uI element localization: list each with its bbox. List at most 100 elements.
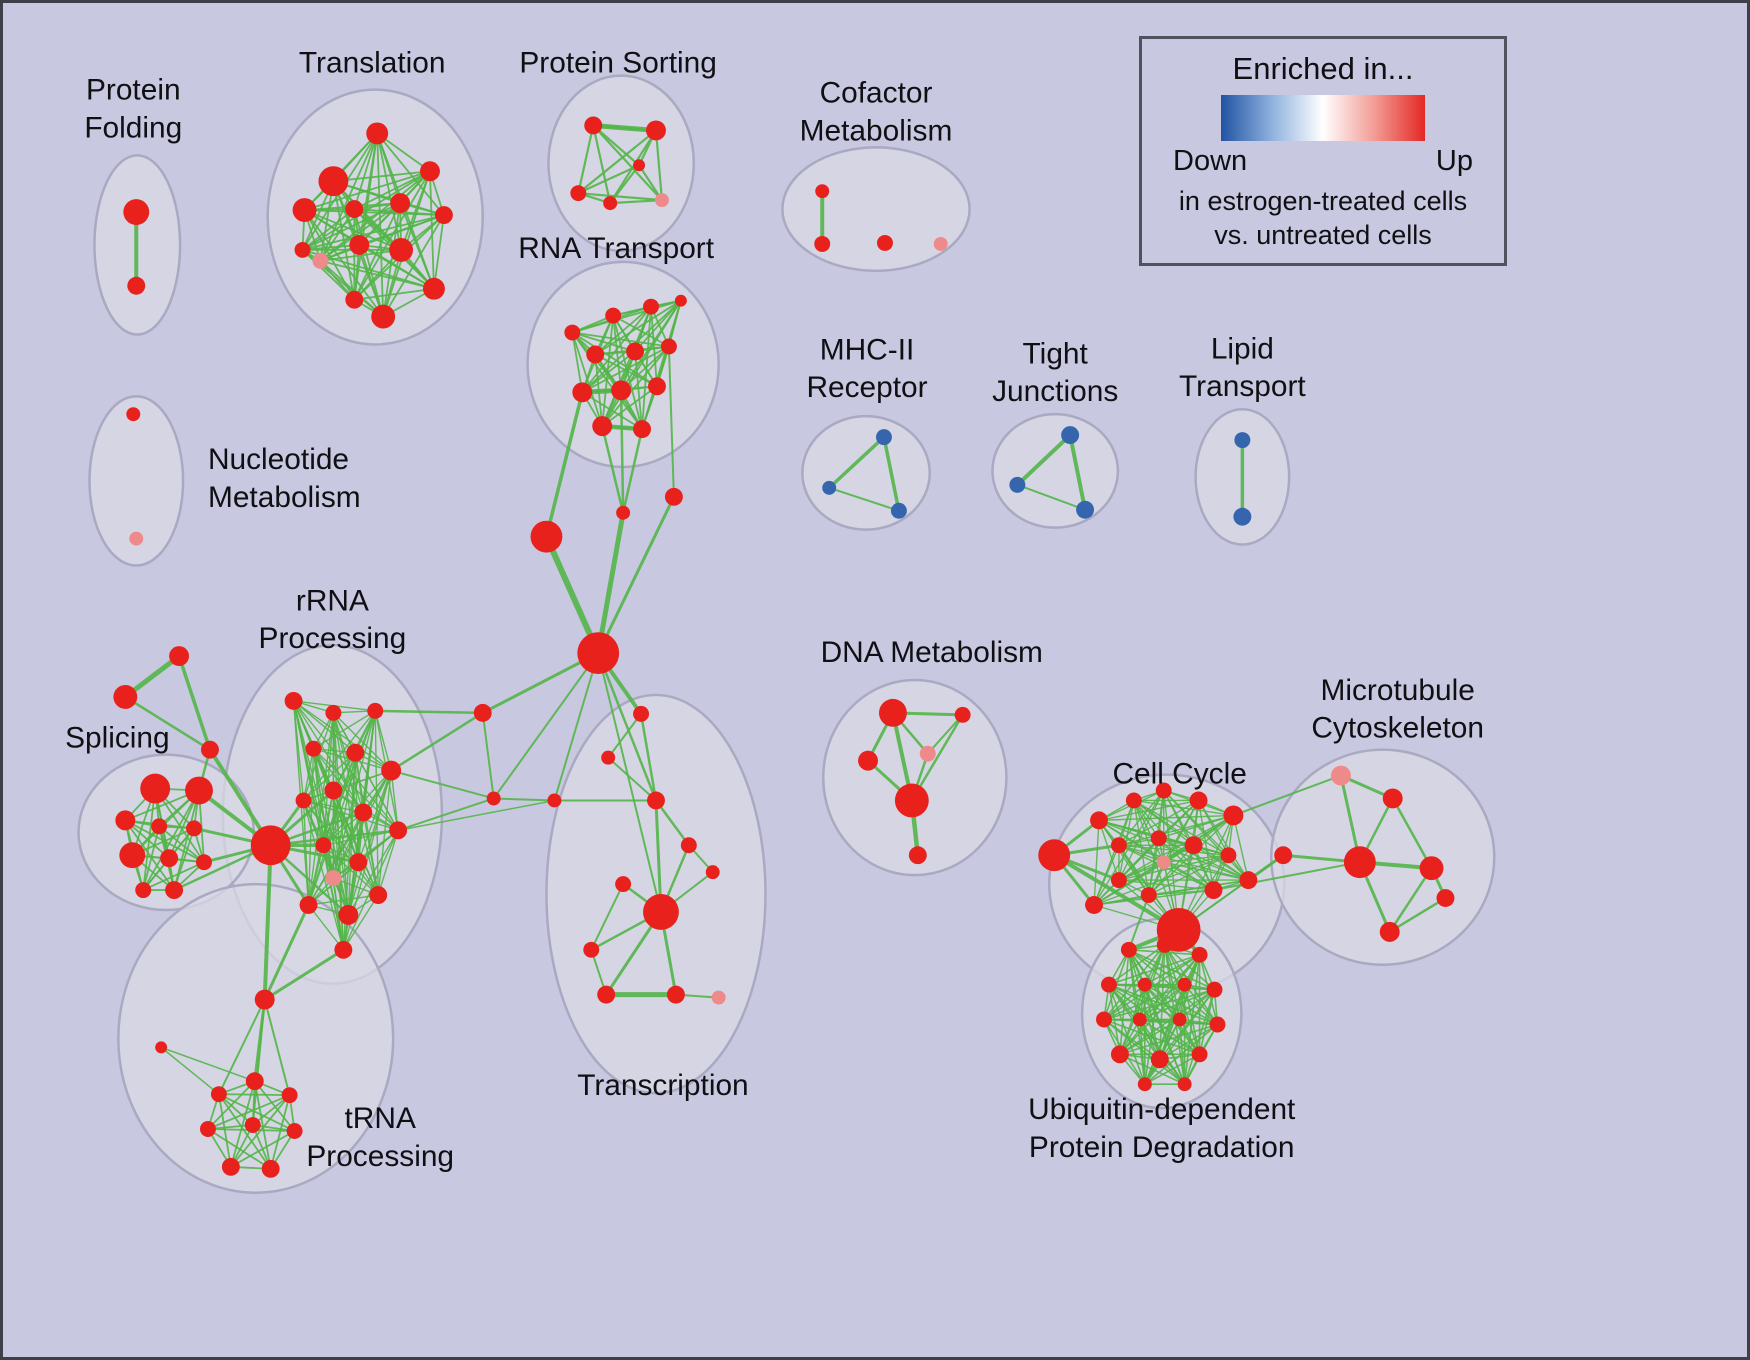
gene-set-node-cc11[interactable] [1220, 847, 1237, 864]
gene-set-node-tg2[interactable] [113, 684, 138, 709]
gene-set-node-ub4[interactable] [1100, 976, 1117, 993]
gene-set-node-pf2[interactable] [127, 276, 146, 295]
gene-set-node-pf1[interactable] [123, 199, 150, 226]
gene-set-node-tc5[interactable] [705, 865, 720, 880]
gene-set-node-rr10[interactable] [389, 821, 408, 840]
gene-set-node-rr13[interactable] [325, 870, 342, 887]
gene-set-node-tg3[interactable] [200, 740, 219, 759]
gene-set-node-sp3[interactable] [115, 810, 136, 831]
gene-set-node-rr8[interactable] [295, 792, 312, 809]
gene-set-node-cf1[interactable] [815, 184, 830, 199]
gene-set-node-cf2[interactable] [814, 235, 831, 252]
gene-set-node-cf3[interactable] [876, 234, 893, 251]
gene-set-node-tr11[interactable] [423, 277, 445, 300]
gene-set-node-ps3[interactable] [570, 185, 587, 202]
gene-set-node-rr17[interactable] [334, 940, 353, 959]
gene-set-node-rt4[interactable] [674, 294, 687, 307]
gene-set-node-sp6[interactable] [119, 842, 146, 869]
gene-set-node-cc2[interactable] [1090, 811, 1108, 830]
gene-set-node-rr5[interactable] [346, 743, 365, 762]
gene-set-node-rr1[interactable] [284, 691, 303, 710]
gene-set-node-rt6[interactable] [626, 342, 645, 361]
gene-set-node-nm2[interactable] [129, 531, 144, 546]
gene-set-node-tn8[interactable] [221, 1157, 240, 1176]
gene-set-node-ub13[interactable] [1150, 1050, 1169, 1069]
gene-set-node-rr2[interactable] [325, 704, 342, 721]
gene-set-node-tn4[interactable] [281, 1087, 298, 1104]
gene-set-node-cc5[interactable] [1189, 791, 1208, 810]
gene-set-node-tc3[interactable] [647, 791, 665, 810]
gene-set-node-cc6[interactable] [1223, 805, 1244, 826]
gene-set-node-rr9[interactable] [354, 803, 373, 822]
gene-set-node-mc2[interactable] [1382, 788, 1403, 809]
gene-set-node-sp10[interactable] [135, 882, 152, 899]
gene-set-node-tj2[interactable] [1009, 476, 1026, 493]
gene-set-node-rr11[interactable] [315, 837, 332, 854]
gene-set-node-lt2[interactable] [1233, 507, 1252, 526]
gene-set-node-rt12[interactable] [633, 420, 651, 439]
gene-set-node-cc13[interactable] [1140, 887, 1157, 904]
gene-set-node-tr12[interactable] [345, 290, 364, 309]
gene-set-node-cc15[interactable] [1239, 871, 1258, 890]
gene-set-node-tr1[interactable] [318, 166, 349, 197]
gene-set-node-tr8[interactable] [312, 252, 329, 269]
gene-set-node-nm1[interactable] [126, 407, 141, 422]
gene-set-node-ub14[interactable] [1191, 1046, 1208, 1063]
gene-set-node-ub5[interactable] [1137, 977, 1152, 992]
gene-set-node-sp8[interactable] [196, 854, 212, 871]
gene-set-node-rt5[interactable] [586, 345, 605, 364]
gene-set-node-cc12[interactable] [1110, 872, 1127, 889]
gene-set-node-tg1[interactable] [169, 646, 190, 667]
gene-set-node-ps6[interactable] [633, 159, 646, 172]
gene-set-node-tc6[interactable] [643, 894, 679, 930]
gene-set-node-rr6[interactable] [381, 760, 402, 781]
gene-set-node-dm3[interactable] [858, 750, 878, 771]
gene-set-node-tn5[interactable] [199, 1121, 216, 1137]
gene-set-node-mc1[interactable] [1330, 765, 1351, 786]
gene-set-node-tc9[interactable] [597, 985, 616, 1004]
gene-set-node-ub3[interactable] [1191, 946, 1208, 963]
gene-set-node-rt3[interactable] [643, 298, 659, 315]
gene-set-node-x3[interactable] [530, 520, 563, 553]
gene-set-node-sp2[interactable] [185, 776, 213, 805]
gene-set-node-ps2[interactable] [646, 120, 666, 141]
gene-set-node-cc16[interactable] [1085, 896, 1103, 914]
gene-set-node-mc5[interactable] [1419, 856, 1444, 881]
gene-set-node-ub2[interactable] [1156, 936, 1173, 953]
gene-set-node-tn1[interactable] [254, 989, 275, 1010]
gene-set-node-tr10[interactable] [389, 237, 414, 262]
gene-set-node-sp4[interactable] [151, 818, 168, 835]
gene-set-node-mh3[interactable] [890, 502, 907, 519]
gene-set-node-rt8[interactable] [572, 382, 593, 403]
gene-set-node-tn6[interactable] [244, 1117, 261, 1133]
gene-set-node-ps4[interactable] [603, 196, 618, 211]
gene-set-node-rr7[interactable] [324, 781, 343, 800]
gene-set-node-tc7[interactable] [615, 876, 632, 893]
gene-set-node-mh2[interactable] [822, 480, 837, 495]
gene-set-node-tr4[interactable] [292, 198, 317, 223]
gene-set-node-cc10[interactable] [1156, 855, 1171, 870]
gene-set-node-dm4[interactable] [919, 745, 936, 762]
gene-set-node-h1[interactable] [577, 632, 620, 675]
gene-set-node-rr12[interactable] [349, 853, 368, 872]
gene-set-node-mc6[interactable] [1436, 889, 1455, 907]
gene-set-node-sp1[interactable] [140, 773, 171, 804]
gene-set-node-ub6[interactable] [1177, 977, 1192, 992]
gene-set-node-ub12[interactable] [1110, 1045, 1129, 1064]
gene-set-node-rt9[interactable] [611, 380, 632, 401]
gene-set-node-ps5[interactable] [654, 193, 669, 208]
gene-set-node-dm2[interactable] [954, 706, 971, 723]
gene-set-node-rt2[interactable] [605, 307, 622, 324]
gene-set-node-tr3[interactable] [420, 161, 440, 182]
gene-set-node-m1[interactable] [547, 793, 562, 808]
gene-set-node-cc9[interactable] [1184, 836, 1203, 855]
gene-set-node-tr5[interactable] [345, 200, 364, 219]
gene-set-node-tc2[interactable] [601, 750, 616, 765]
gene-set-node-rr15[interactable] [338, 905, 359, 925]
gene-set-node-rrh[interactable] [250, 825, 291, 866]
gene-set-node-rt11[interactable] [592, 416, 613, 437]
gene-set-node-tc1[interactable] [633, 705, 650, 722]
gene-set-node-rr4[interactable] [305, 740, 322, 757]
gene-set-node-rr16[interactable] [369, 886, 388, 905]
gene-set-node-ub15[interactable] [1137, 1077, 1152, 1092]
